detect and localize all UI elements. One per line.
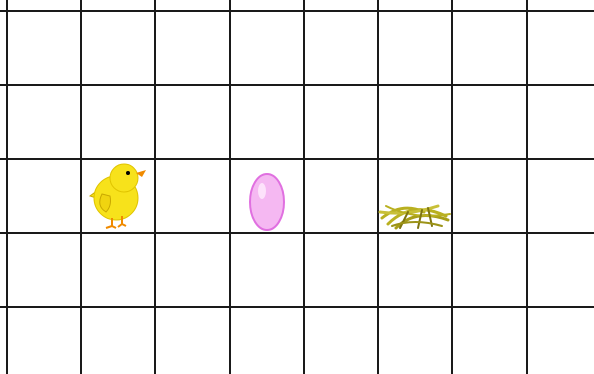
egg-icon[interactable] <box>250 174 284 230</box>
chick-head <box>110 164 138 192</box>
egg-shape <box>250 174 284 230</box>
chick-eye <box>126 171 130 175</box>
egg-highlight <box>258 183 266 199</box>
